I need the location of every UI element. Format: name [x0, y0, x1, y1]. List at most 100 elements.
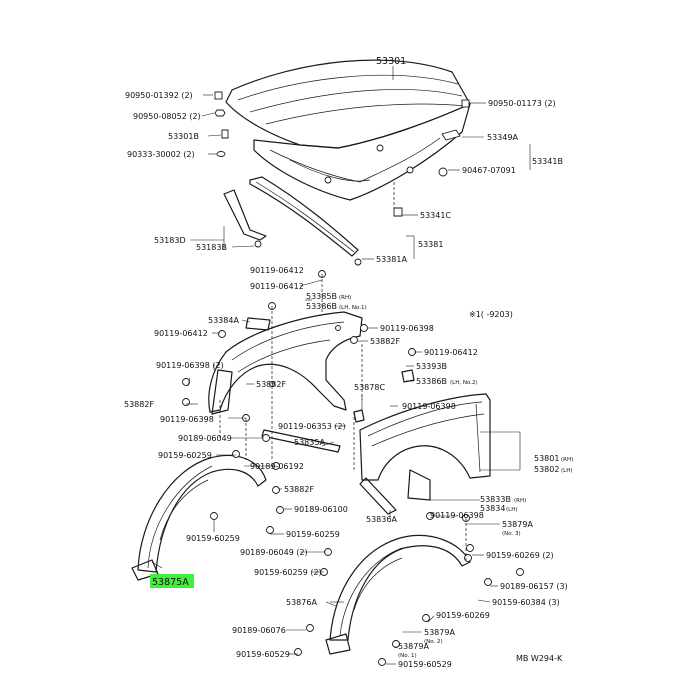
- part-label-90119-06398-a: 90119-06398: [380, 324, 434, 333]
- part-label-90950-08052: 90950-08052 (2): [133, 112, 201, 121]
- part-label-90467-07091: 90467-07091: [462, 166, 516, 175]
- part-label-53341C: 53341C: [420, 211, 451, 220]
- right-fender-liner: [325, 534, 471, 655]
- cushion-icon: [461, 99, 470, 108]
- part-label-53876A: 53876A: [286, 598, 317, 607]
- part-label-53386B-no2: 53386B: [416, 377, 447, 386]
- applicability-note: ※1( -9203): [469, 310, 513, 319]
- highlight-53875A: [150, 574, 194, 588]
- part-label-90159-60269-a: 90159-60269 (2): [486, 551, 554, 560]
- bolt-icon: [360, 324, 368, 332]
- part-label-53882F-b: 53882F: [124, 400, 154, 409]
- clip-icon: [214, 109, 226, 117]
- part-label-90119-06398-e: 90119-06398: [402, 402, 456, 411]
- part-label-53393B: 53393B: [416, 362, 447, 371]
- bolt-icon: [266, 526, 274, 534]
- part-label-53183D: 53183D: [154, 236, 186, 245]
- striker-icon: [441, 129, 461, 141]
- part-label-53301: 53301: [376, 56, 406, 67]
- part-label-53385B-side: (RH): [339, 295, 351, 301]
- cushion-icon: [214, 91, 223, 100]
- bolt-icon: [464, 554, 472, 562]
- part-label-53834-side: (LH): [506, 507, 518, 513]
- part-label-90189-06076: 90189-06076: [232, 626, 286, 635]
- part-label-53381: 53381: [418, 240, 443, 249]
- bolt-icon: [276, 506, 284, 514]
- nut-icon: [438, 167, 448, 177]
- part-label-53833B-side: (RH): [514, 498, 526, 504]
- washer-icon: [216, 151, 226, 157]
- bolt-icon: [232, 450, 240, 458]
- hood-hardware: [214, 91, 470, 217]
- part-label-90119-06398-b: 90119-06398 (2): [156, 361, 224, 370]
- part-label-53879A-no2: 53879A: [424, 628, 455, 637]
- part-label-53834: 53834: [480, 504, 505, 513]
- part-label-53836A: 53836A: [366, 515, 397, 524]
- part-label-53879A-no2-sub: (No. 2): [424, 639, 443, 645]
- part-label-53835A: 53835A: [294, 438, 325, 447]
- part-label-53341B: 53341B: [532, 157, 563, 166]
- part-label-53879A-no1-sub: (No. 1): [398, 653, 417, 659]
- bolt-icon: [484, 578, 492, 586]
- part-label-53879A-no3-sub: (No. 3): [502, 531, 521, 537]
- bolt-icon: [378, 658, 386, 666]
- part-label-90333-30002: 90333-30002 (2): [127, 150, 195, 159]
- part-label-53381A: 53381A: [376, 255, 407, 264]
- part-label-90189-06049-b: 90189-06049 (2): [240, 548, 308, 557]
- part-label-90159-60529-a: 90159-60529: [236, 650, 290, 659]
- part-label-90159-60529-b: 90159-60529: [398, 660, 452, 669]
- nut-icon: [272, 486, 280, 494]
- part-number-labels: 53301 90950-01392 (2) 90950-01173 (2) 90…: [124, 56, 573, 669]
- part-label-53301B: 53301B: [168, 132, 199, 141]
- part-label-53882F-a: 53882F: [370, 337, 400, 346]
- part-label-53882F-c: 53882F: [256, 380, 286, 389]
- part-label-90950-01392: 90950-01392 (2): [125, 91, 193, 100]
- part-label-53879A-no3: 53879A: [502, 520, 533, 529]
- bolt-icon: [182, 378, 190, 386]
- part-label-90159-60259-d: 90159-60259 (2): [254, 568, 322, 577]
- fasteners: [182, 270, 524, 666]
- part-label-90119-06398-d: 90119-06398: [430, 511, 484, 520]
- leader-lines: [151, 66, 531, 665]
- part-label-90119-06412-c: 90119-06412: [154, 329, 208, 338]
- part-label-90189-06192: 90189-06192: [250, 462, 304, 471]
- part-label-90119-06412-a: 90119-06412: [250, 266, 304, 275]
- part-label-53882F-d: 53882F: [284, 485, 314, 494]
- brackets: [245, 317, 415, 515]
- bolt-icon: [393, 207, 403, 217]
- bolt-icon: [218, 330, 226, 338]
- part-label-90159-60384: 90159-60384 (3): [492, 598, 560, 607]
- part-label-53833B: 53833B: [480, 495, 511, 504]
- part-label-90189-06100: 90189-06100: [294, 505, 348, 514]
- nut-icon: [350, 336, 358, 344]
- part-label-53801: 53801: [534, 454, 559, 463]
- nut-icon: [182, 398, 190, 406]
- part-label-90159-60259-b: 90159-60259: [186, 534, 240, 543]
- left-fender: [208, 311, 363, 415]
- hood-panel: [225, 59, 471, 201]
- diagram-reference-code: MB W294-K: [516, 654, 563, 663]
- part-label-53801-side: (RH): [561, 457, 573, 463]
- left-fender-liner: [131, 454, 267, 581]
- part-label-90159-60259-a: 90159-60259: [158, 451, 212, 460]
- part-label-53183B: 53183B: [196, 243, 227, 252]
- bolt-icon: [294, 648, 302, 656]
- assembly-lines: [219, 180, 467, 560]
- part-label-53878C: 53878C: [354, 383, 385, 392]
- bolt-icon: [422, 614, 430, 622]
- bolt-icon: [466, 544, 474, 552]
- part-label-53802-side: (LH): [561, 468, 573, 474]
- stopper-icon: [221, 129, 229, 139]
- clip-icon: [516, 568, 524, 576]
- part-label-90189-06049-a: 90189-06049: [178, 434, 232, 443]
- bolt-icon: [306, 624, 314, 632]
- part-label-90159-60259-c: 90159-60259: [286, 530, 340, 539]
- part-label-90119-06353: 90119-06353 (2): [278, 422, 346, 431]
- part-label-90119-06398-c: 90119-06398: [160, 415, 214, 424]
- part-label-53802: 53802: [534, 465, 559, 474]
- part-label-53879A-no1: 53879A: [398, 642, 429, 651]
- hood-seals: [223, 176, 362, 266]
- part-label-90159-60269-b: 90159-60269: [436, 611, 490, 620]
